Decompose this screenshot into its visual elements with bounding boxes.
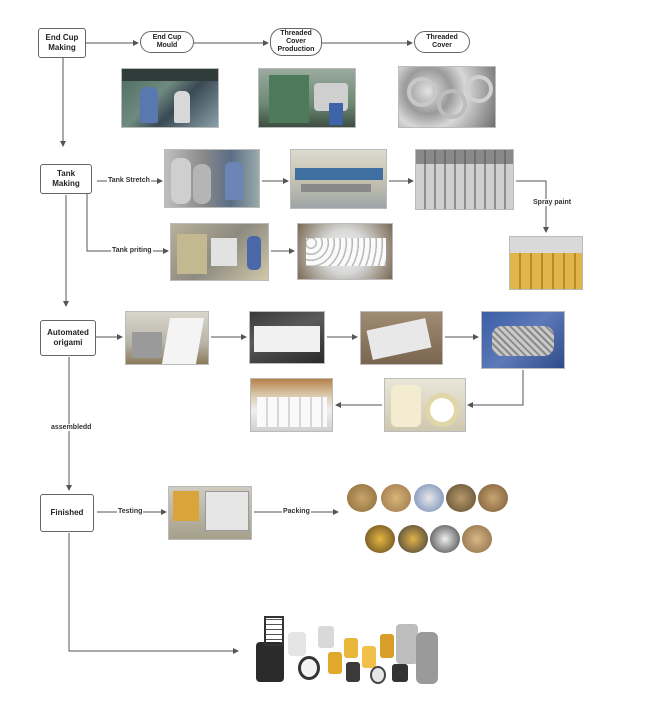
step-finished: Finished: [40, 494, 94, 532]
step-end-cup-making: End Cup Making: [38, 28, 86, 58]
step-automated-origami: Automated origami: [40, 320, 96, 356]
filter-elements-image: [384, 378, 466, 432]
packing-photo-8: [430, 525, 460, 553]
label-testing: Testing: [117, 508, 144, 515]
arrow-tank-printing: [86, 193, 169, 254]
packing-photo-5: [478, 484, 508, 512]
arrow-finished-to-products: [68, 533, 239, 654]
packing-photo-3: [414, 484, 444, 512]
press-machine-image: [258, 68, 356, 128]
testing-machine-image: [168, 486, 252, 540]
threaded-covers-image: [398, 66, 496, 128]
printing-machine-image: [170, 223, 269, 281]
metal-mesh-image: [481, 311, 565, 369]
label-tank-printing: Tank priting: [111, 247, 153, 254]
filter-stack-image: [250, 378, 333, 432]
label-assemble: assembledd: [50, 424, 93, 431]
packing-photo-6: [365, 525, 395, 553]
end-cup-workers-image: [121, 68, 219, 128]
label-packing: Packing: [282, 508, 311, 515]
packing-photo-2: [381, 484, 411, 512]
step-tank-making: Tank Making: [40, 164, 92, 194]
printed-tanks-image: [297, 223, 393, 280]
final-products-image: [250, 612, 442, 690]
arrow-spray-paint: [516, 180, 549, 233]
step-threaded-cover-production: Threaded Cover Production: [270, 28, 322, 56]
step-end-cup-mould: End Cup Mould: [140, 31, 194, 53]
arrow-mesh-to-elements: [467, 370, 524, 408]
painted-tanks-image: [509, 236, 583, 290]
packing-photo-4: [446, 484, 476, 512]
tank-line-image: [290, 149, 387, 209]
packing-photo-1: [347, 484, 377, 512]
pleated-paper-image: [360, 311, 443, 365]
tank-stack-image: [415, 149, 514, 210]
step-threaded-cover: Threaded Cover: [414, 31, 470, 53]
label-tank-stretch: Tank Stretch: [107, 177, 151, 184]
label-spray-paint: Spray paint: [532, 199, 573, 206]
packing-photo-7: [398, 525, 428, 553]
packing-photo-9: [462, 525, 492, 553]
paper-sheet-image: [249, 311, 325, 364]
tank-stretch-image: [164, 149, 260, 208]
origami-machine-image: [125, 311, 209, 365]
